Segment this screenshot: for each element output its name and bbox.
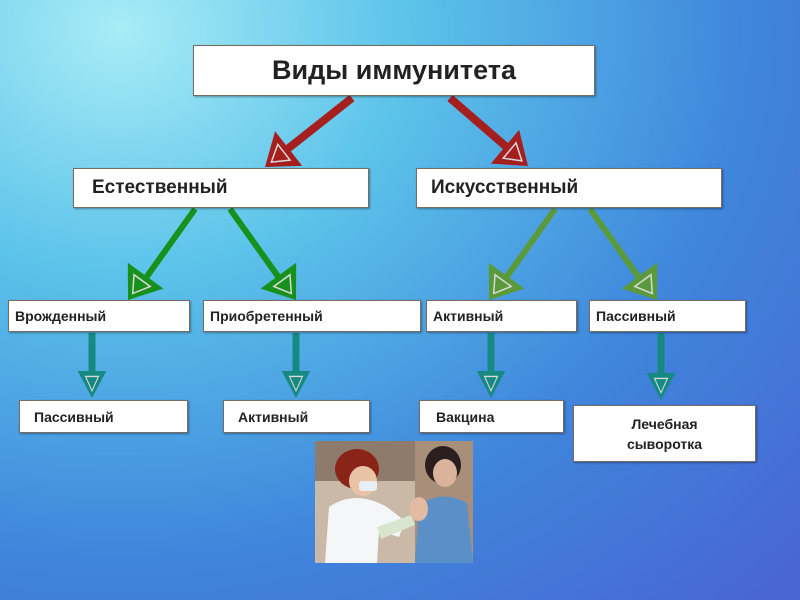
acquired-box: Приобретенный	[203, 300, 421, 332]
arrow-innate-to-passive	[77, 333, 107, 399]
arrow-passive-to-serum	[646, 333, 676, 401]
innate-passive-box: Пассивный	[19, 400, 188, 433]
arrow-title-to-artificial	[447, 94, 543, 184]
acquired-active-box: Активный	[223, 400, 370, 433]
arrow-natural-to-acquired	[227, 207, 315, 314]
innate-box: Врожденный	[8, 300, 190, 332]
arrow-artificial-to-active	[470, 207, 558, 314]
vaccine-box: Вакцина	[419, 400, 564, 433]
diagram-title: Виды иммунитета	[193, 45, 595, 96]
artificial-immunity-box: Искусственный	[416, 168, 722, 208]
artificial-active-box: Активный	[426, 300, 577, 332]
natural-immunity-box: Естественный	[73, 168, 369, 208]
serum-box: Лечебная сыворотка	[573, 405, 756, 462]
arrow-artificial-to-passive	[587, 207, 676, 314]
arrow-acquired-to-active	[281, 333, 311, 399]
artificial-passive-box: Пассивный	[589, 300, 746, 332]
vaccination-photo	[315, 441, 473, 563]
arrow-title-to-natural	[250, 94, 355, 186]
arrow-active-to-vaccine	[476, 333, 506, 399]
arrow-natural-to-innate	[109, 207, 198, 314]
